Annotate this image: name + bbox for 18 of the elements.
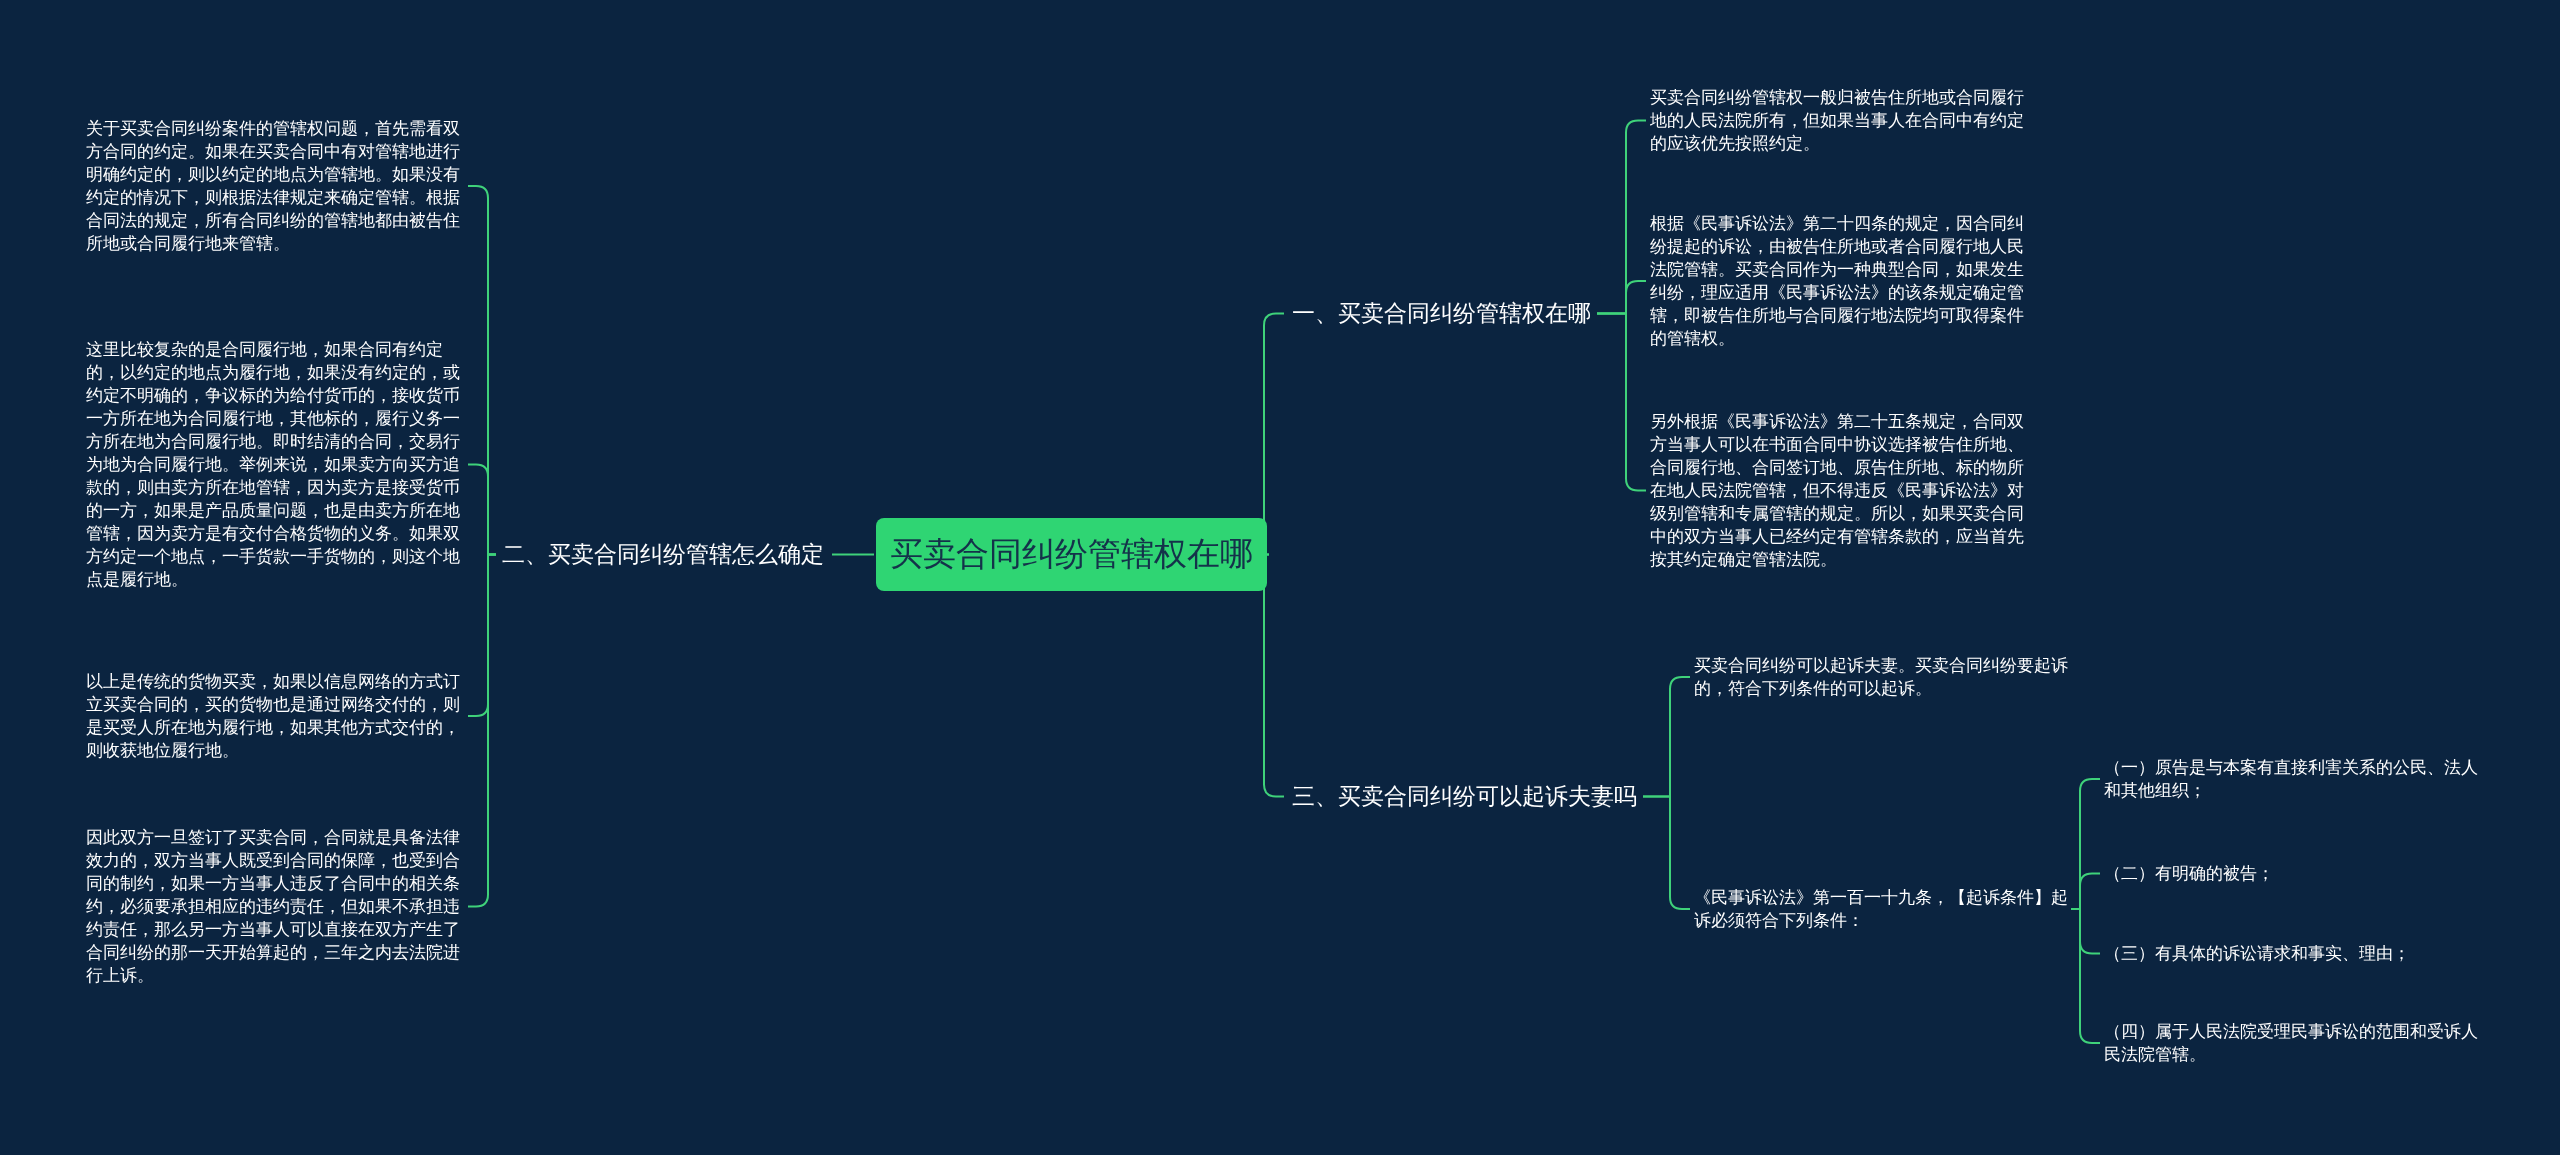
note-text: 另外根据《民事诉讼法》第二十五条规定，合同双方当事人可以在书面合同中协议选择被告住所地、合同履行地、合同签订地、原告住所地、标的物所在地人民法院管辖，但不得违反《民事诉讼法》对级别管辖和专属管辖的规定。所以，如果买卖合同中的双方当事人已经约定有管辖条款的，应当首先按其约定确定管辖法院。 <box>1650 408 2025 573</box>
note-text: 因此双方一旦签订了买卖合同，合同就是具备法律效力的，双方当事人既受到合同的保障，也受到合同的制约，如果一方当事人违反了合同中的相关条约，必须要承担相应的违约责任，但如果不承担违约责任，那么另一方当事人可以直接在双方产生了合同纠纷的那一天开始算起的，三年之内去法院进行上诉。 <box>86 824 464 989</box>
note-text: 根据《民事诉讼法》第二十四条的规定，因合同纠纷提起的诉讼，由被告住所地或者合同履行地人民法院管辖。买卖合同作为一种典型合同，如果发生纠纷，理应适用《民事诉讼法》的该条规定确定管辖，即被告住所地与合同履行地法院均可取得案件的管辖权。 <box>1650 210 2025 352</box>
note-text: （四）属于人民法院受理民事诉讼的范围和受诉人民法院管辖。 <box>2104 1018 2489 1068</box>
note-text: （一）原告是与本案有直接利害关系的公民、法人和其他组织； <box>2104 754 2489 804</box>
note-text: 这里比较复杂的是合同履行地，如果合同有约定的，以约定的地点为履行地，如果没有约定的，或约定不明确的，争议标的为给付货币的，接收货币一方所在地为合同履行地，其他标的，履行义务一方所在地为合同履行地。即时结清的合同，交易行为地为合同履行地。举例来说，如果卖方向买方追款的，则由卖方所在地管辖，因为卖方是接受货币的一方，如果是产品质量问题，也是由卖方所在地管辖，因为卖方是有交付合格货物的义务。如果双方约定一个地点，一手货款一手货物的，则这个地点是履行地。 <box>86 336 464 593</box>
note-text: 关于买卖合同纠纷案件的管辖权问题，首先需看双方合同的约定。如果在买卖合同中有对管辖地进行明确约定的，则以约定的地点为管辖地。如果没有约定的情况下，则根据法律规定来确定管辖。根据合同法的规定，所有合同纠纷的管辖地都由被告住所地或合同履行地来管辖。 <box>86 115 464 257</box>
branch-topic: 三、买卖合同纠纷可以起诉夫妻吗 <box>1288 777 1641 816</box>
connector-line <box>831 553 875 556</box>
note-text: 买卖合同纠纷可以起诉夫妻。买卖合同纠纷要起诉的，符合下列条件的可以起诉。 <box>1694 652 2069 702</box>
note-text: 《民事诉讼法》第一百一十九条，【起诉条件】起诉必须符合下列条件： <box>1694 884 2069 934</box>
note-text: 以上是传统的货物买卖，如果以信息网络的方式订立买卖合同的，买的货物也是通过网络交付的，则是买受人所在地为履行地，如果其他方式交付的，则收获地位履行地。 <box>86 668 464 764</box>
central-topic: 买卖合同纠纷管辖权在哪 <box>876 518 1267 591</box>
note-text: （三）有具体的诉讼请求和事实、理由； <box>2104 940 2489 967</box>
branch-topic: 一、买卖合同纠纷管辖权在哪 <box>1288 294 1595 333</box>
note-text: （二）有明确的被告； <box>2104 860 2489 887</box>
branch-topic: 二、买卖合同纠纷管辖怎么确定 <box>498 535 828 574</box>
note-text: 买卖合同纠纷管辖权一般归被告住所地或合同履行地的人民法院所有，但如果当事人在合同中有约定的应该优先按照约定。 <box>1650 84 2025 157</box>
